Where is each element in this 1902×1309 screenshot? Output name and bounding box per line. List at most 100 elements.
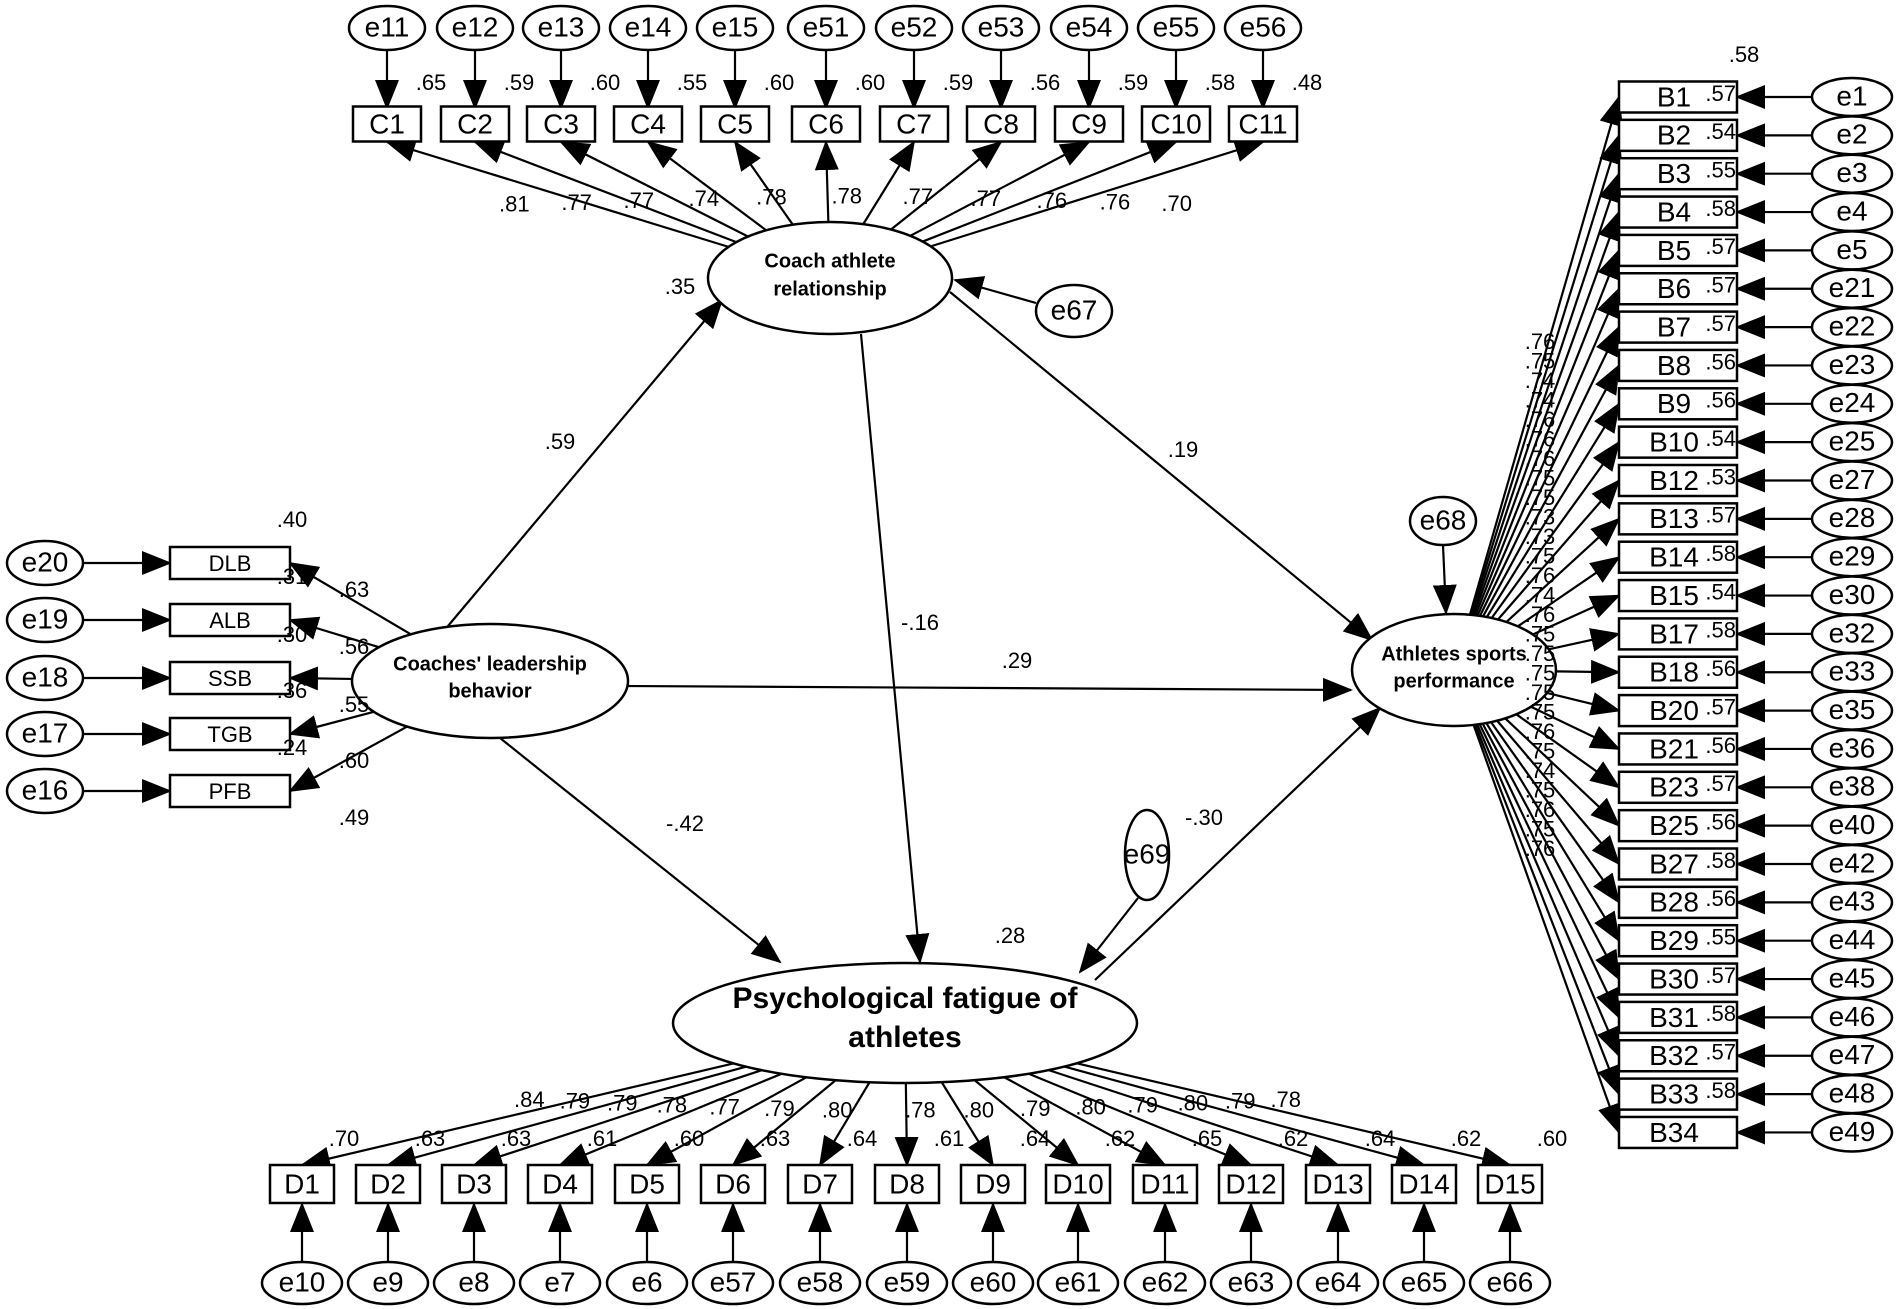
indicator-label-ALB: ALB bbox=[209, 608, 251, 633]
loading-arrow-SSB bbox=[288, 666, 353, 691]
loading-B28: .75 bbox=[1525, 738, 1556, 763]
error-label-e16: e16 bbox=[22, 774, 69, 805]
loading-arrow-B32 bbox=[1476, 724, 1621, 1058]
loading-arrow-D10 bbox=[974, 1079, 1080, 1167]
indicator-C4 bbox=[612, 105, 684, 143]
loading-arrow-D5 bbox=[645, 1076, 807, 1166]
indicator-B7 bbox=[1617, 310, 1739, 344]
indicator-label-C6: C6 bbox=[808, 108, 844, 139]
error-e10 bbox=[260, 1260, 344, 1306]
loading-B29: .74 bbox=[1525, 758, 1556, 783]
loading-C1: .81 bbox=[499, 191, 530, 216]
error-label-e14: e14 bbox=[625, 11, 672, 42]
loading-B33: .76 bbox=[1525, 836, 1556, 861]
loading-arrow-B23 bbox=[1515, 713, 1621, 789]
loading-arrow-B31 bbox=[1478, 723, 1620, 1020]
r2-ALB: .31 bbox=[277, 564, 308, 589]
r2-D10: .62 bbox=[1105, 1126, 1136, 1151]
indicator-label-D15: D15 bbox=[1484, 1168, 1535, 1199]
error-label-e18: e18 bbox=[22, 661, 69, 692]
path-coef-clb-asp: .29 bbox=[1002, 648, 1033, 673]
indicator-label-B14: B14 bbox=[1649, 542, 1699, 573]
latent-athletes-sports-performance bbox=[1350, 612, 1558, 728]
loading-arrow-D1 bbox=[300, 1062, 734, 1171]
text-layer: e11C1.65.81e12C2.59.77e13C3.60.77e14C4.5… bbox=[22, 11, 1876, 1297]
loading-arrow-C4 bbox=[646, 140, 767, 232]
indicator-label-D8: D8 bbox=[889, 1168, 925, 1199]
error-e53 bbox=[961, 4, 1041, 52]
r2-DLB: .40 bbox=[277, 507, 308, 532]
error-label-e60: e60 bbox=[970, 1266, 1017, 1297]
indicator-B9 bbox=[1617, 387, 1739, 421]
disturbance-arrow-e67 bbox=[953, 276, 1037, 305]
error-e57 bbox=[691, 1260, 775, 1306]
error-label-e64: e64 bbox=[1315, 1266, 1362, 1297]
r2-D7: .64 bbox=[847, 1126, 878, 1151]
loading-B32: .75 bbox=[1525, 816, 1556, 841]
r2-B23: .57 bbox=[1705, 771, 1736, 796]
error-e16 bbox=[5, 767, 85, 815]
disturbance-label-e69: e69 bbox=[1124, 838, 1171, 869]
error-label-e7: e7 bbox=[544, 1266, 575, 1297]
indicator-B3 bbox=[1617, 156, 1739, 191]
loading-arrow-C10 bbox=[922, 140, 1178, 243]
loading-arrow-B25 bbox=[1504, 717, 1621, 828]
loading-C3: .77 bbox=[624, 188, 655, 213]
error-label-e32: e32 bbox=[1829, 617, 1876, 648]
r2-athletes-sports-performance: .58 bbox=[1729, 42, 1760, 67]
indicator-B29 bbox=[1617, 923, 1739, 958]
loading-arrow-B10 bbox=[1490, 440, 1621, 619]
error-label-e44: e44 bbox=[1829, 924, 1876, 955]
loading-ALB: .56 bbox=[339, 634, 370, 659]
indicator-B10 bbox=[1617, 425, 1739, 459]
loading-C5: .78 bbox=[756, 184, 787, 209]
error-label-e24: e24 bbox=[1829, 387, 1876, 418]
error-e55 bbox=[1136, 4, 1216, 52]
r2-psychological-fatigue: .28 bbox=[995, 923, 1026, 948]
indicator-D5 bbox=[613, 1163, 681, 1205]
error-label-e51: e51 bbox=[803, 11, 850, 42]
loading-B1: .76 bbox=[1525, 329, 1556, 354]
r2-B31: .58 bbox=[1705, 1001, 1736, 1026]
indicator-B8 bbox=[1617, 348, 1739, 383]
r2-B1: .57 bbox=[1705, 81, 1736, 106]
path-coef-pfa-asp: -.30 bbox=[1185, 805, 1223, 830]
loading-D11: .80 bbox=[1075, 1095, 1106, 1120]
indicator-label-D12: D12 bbox=[1225, 1168, 1276, 1199]
loading-arrow-B34 bbox=[1472, 724, 1621, 1135]
error-e7 bbox=[518, 1260, 602, 1306]
error-e64 bbox=[1296, 1260, 1380, 1306]
error-label-e46: e46 bbox=[1829, 1001, 1876, 1032]
loading-arrow-D2 bbox=[386, 1065, 747, 1170]
loading-arrow-D6 bbox=[731, 1079, 837, 1167]
indicator-label-D3: D3 bbox=[456, 1168, 492, 1199]
indicator-label-B12: B12 bbox=[1649, 465, 1699, 496]
r2-D14: .62 bbox=[1451, 1126, 1482, 1151]
latent-label-car-line2: relationship bbox=[773, 278, 886, 300]
r2-C9: .59 bbox=[1118, 70, 1149, 95]
indicator-B31 bbox=[1617, 1000, 1739, 1035]
loading-B25: .75 bbox=[1525, 699, 1556, 724]
indicator-B14 bbox=[1617, 540, 1739, 574]
latent-label-clb-line2: behavior bbox=[448, 680, 532, 702]
loading-arrow-D4 bbox=[558, 1072, 782, 1167]
r2-B30: .57 bbox=[1705, 963, 1736, 988]
loading-B6: .76 bbox=[1525, 426, 1556, 451]
error-label-e45: e45 bbox=[1829, 962, 1876, 993]
error-label-e36: e36 bbox=[1829, 732, 1876, 763]
error-label-e1: e1 bbox=[1836, 80, 1867, 111]
r2-C5: .60 bbox=[764, 70, 795, 95]
indicator-label-D2: D2 bbox=[370, 1168, 406, 1199]
loading-B13: .75 bbox=[1525, 543, 1556, 568]
indicator-label-B7: B7 bbox=[1657, 311, 1691, 342]
latent-label-pfa-line2: athletes bbox=[848, 1021, 961, 1054]
error-label-e62: e62 bbox=[1142, 1266, 1189, 1297]
indicator-D3 bbox=[440, 1163, 508, 1205]
indicator-label-SSB: SSB bbox=[208, 666, 252, 691]
loading-arrow-B33 bbox=[1474, 724, 1621, 1096]
error-label-e22: e22 bbox=[1829, 310, 1876, 341]
r2-B3: .55 bbox=[1705, 158, 1736, 183]
r2-PFB: .24 bbox=[277, 735, 308, 760]
error-e51 bbox=[786, 4, 866, 52]
r2-C3: .60 bbox=[590, 70, 621, 95]
